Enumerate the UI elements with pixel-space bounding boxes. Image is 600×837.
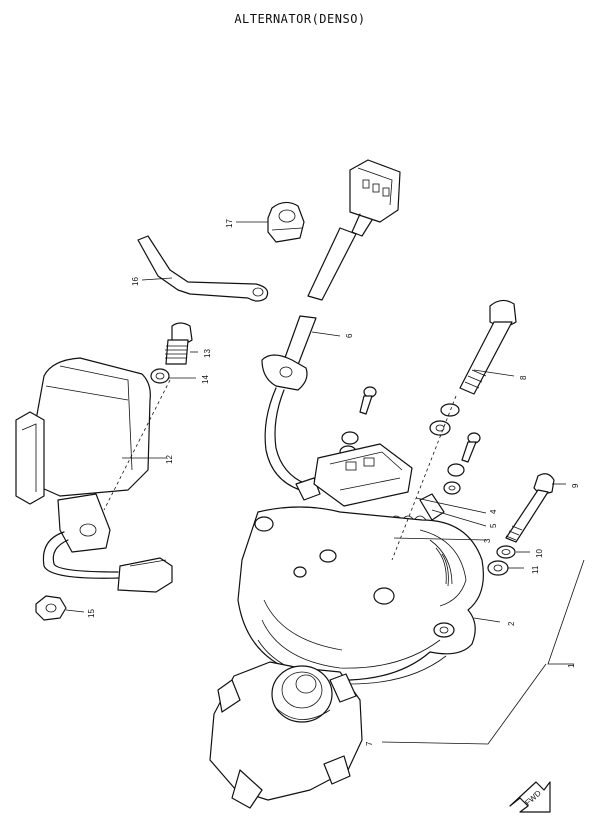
callout-12: 12 <box>165 455 174 464</box>
part-bolt-8[interactable] <box>459 299 517 395</box>
leader-lines <box>65 221 585 745</box>
part-bolt-9[interactable] <box>505 473 555 543</box>
callout-4: 4 <box>489 509 498 514</box>
small-screws[interactable] <box>359 386 481 463</box>
callout-labels: 1 2 3 4 5 6 7 8 9 10 11 12 13 14 15 16 1… <box>87 219 580 746</box>
part-connector-top[interactable] <box>307 159 401 301</box>
callout-10: 10 <box>535 549 544 558</box>
callout-1: 1 <box>567 663 576 668</box>
part-washer-14[interactable] <box>150 368 170 384</box>
callout-9: 9 <box>571 483 580 488</box>
callout-2: 2 <box>507 621 516 626</box>
part-bracket-16[interactable] <box>137 235 269 302</box>
part-regulator-12[interactable] <box>15 357 173 593</box>
callout-11: 11 <box>531 565 540 574</box>
part-housing-2[interactable] <box>237 506 484 685</box>
fwd-arrow: FWD <box>509 781 551 813</box>
part-washers-10-11[interactable] <box>487 545 516 576</box>
callout-17: 17 <box>225 219 234 228</box>
page-title: ALTERNATOR(DENSO) <box>234 12 366 26</box>
callout-7: 7 <box>365 741 374 746</box>
callout-14: 14 <box>201 375 210 384</box>
callout-3: 3 <box>483 538 492 543</box>
part-rotor-7[interactable] <box>209 661 363 809</box>
part-wire-harness-6[interactable] <box>261 315 321 501</box>
callout-8: 8 <box>519 375 528 380</box>
callout-5: 5 <box>489 523 498 528</box>
part-nut-15[interactable] <box>35 595 67 621</box>
callout-13: 13 <box>203 349 212 358</box>
callout-15: 15 <box>87 609 96 618</box>
part-bolt-13[interactable] <box>165 322 193 365</box>
callout-6: 6 <box>345 333 354 338</box>
part-grommet-17[interactable] <box>267 201 305 243</box>
callout-16: 16 <box>131 277 140 286</box>
